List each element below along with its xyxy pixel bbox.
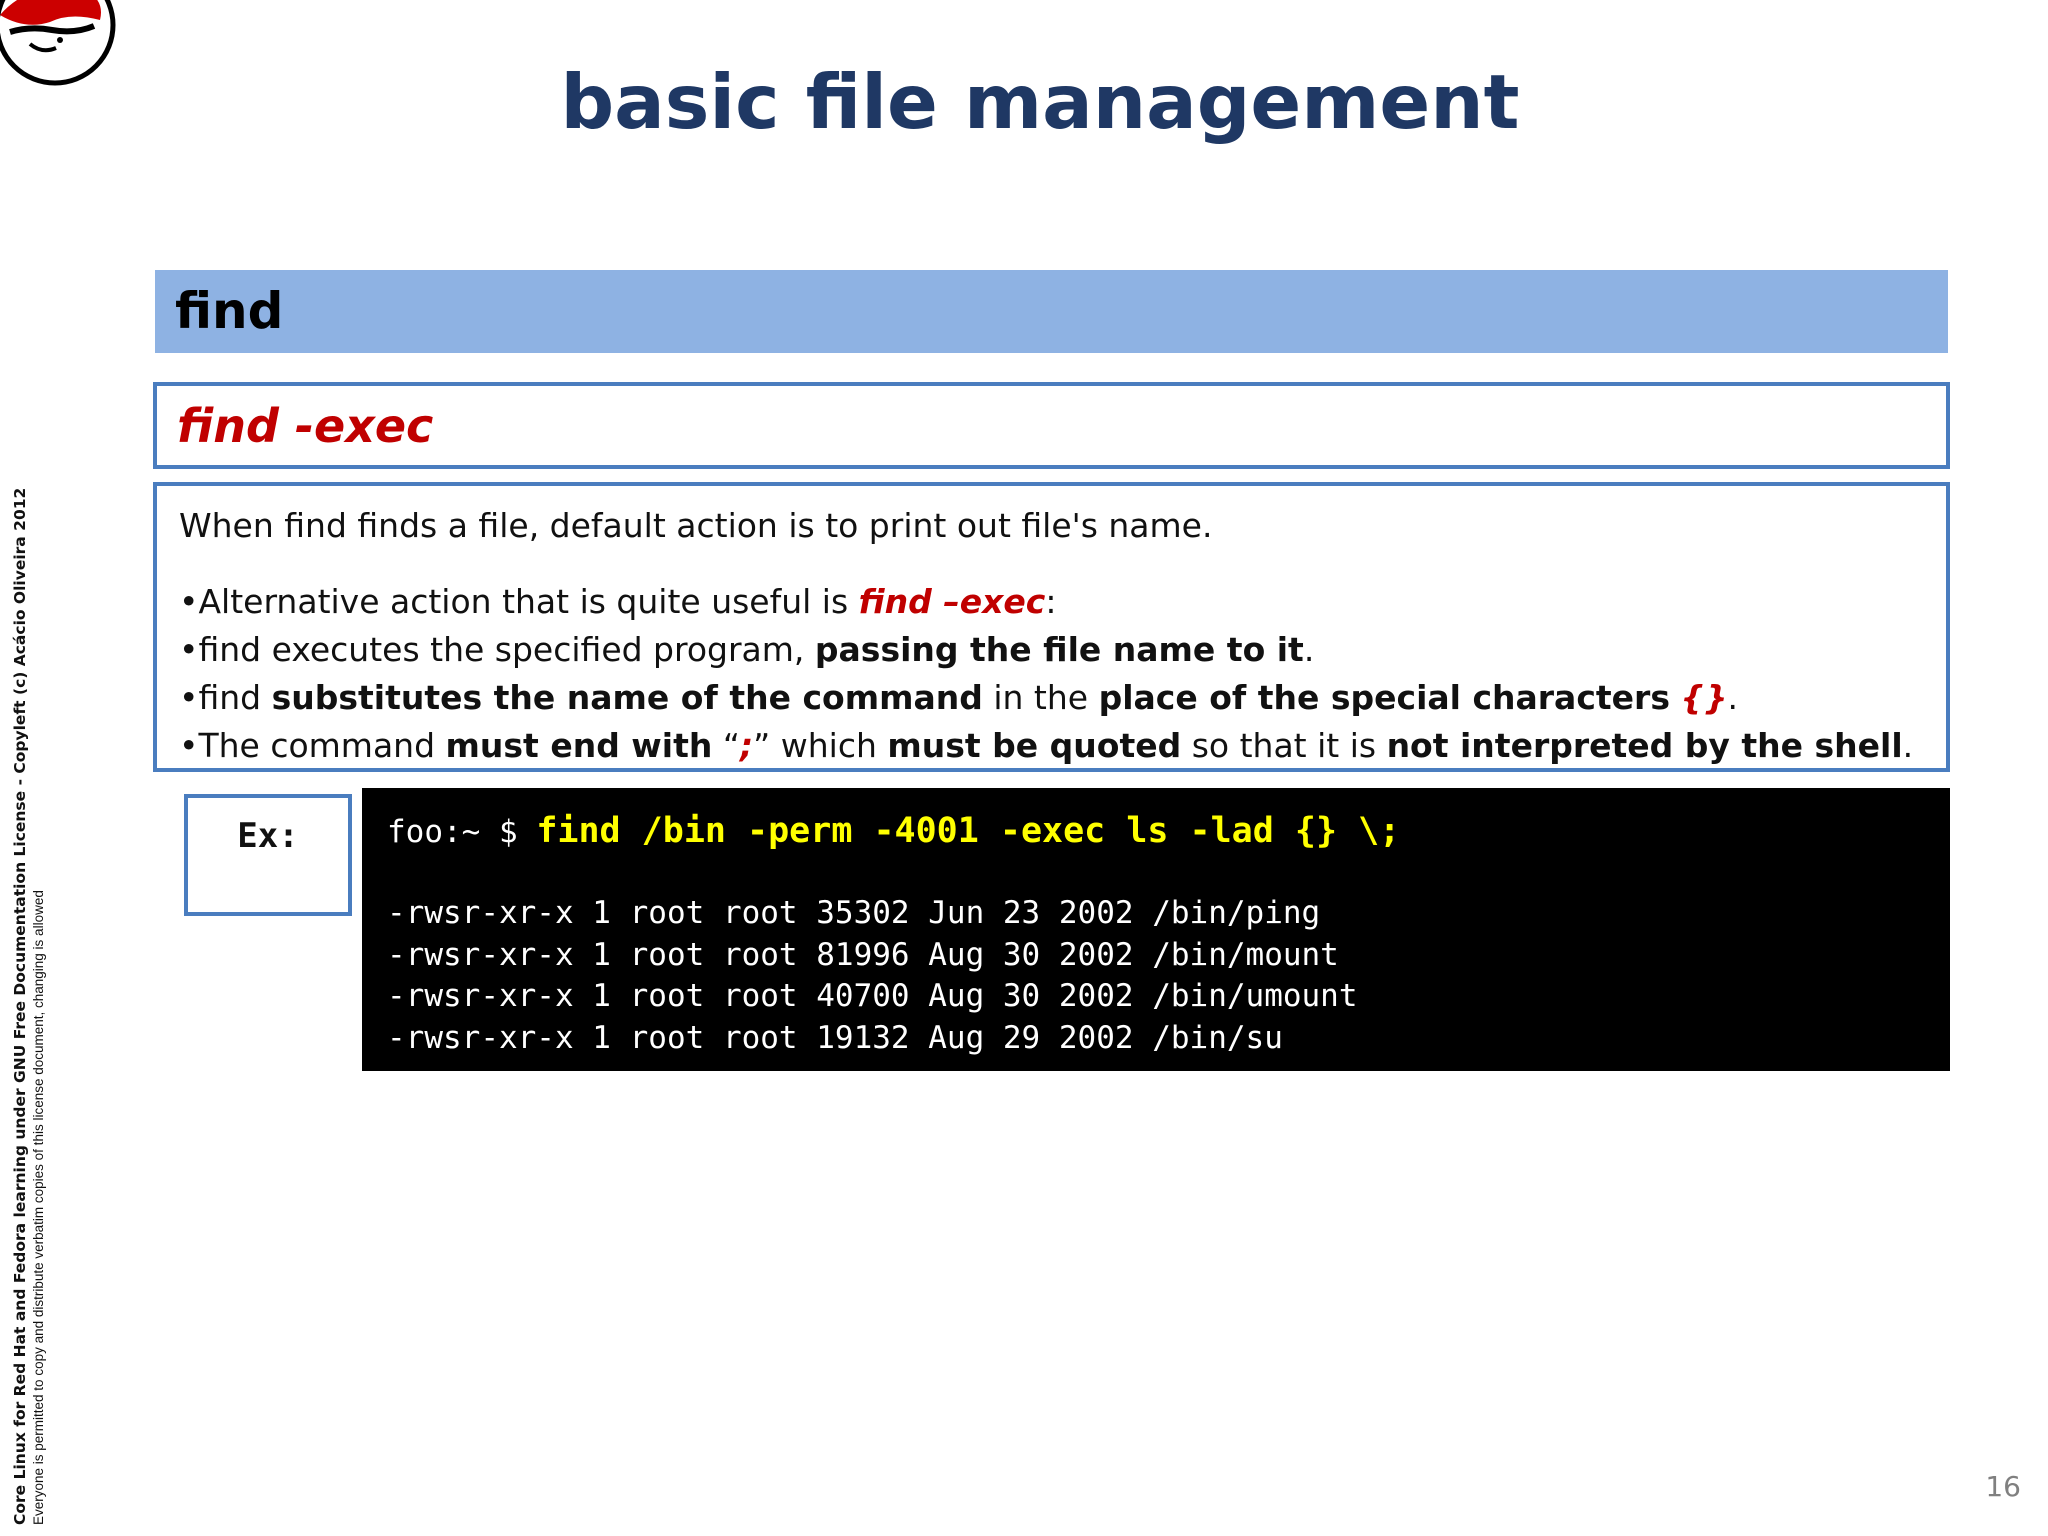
bullet-text-run: “ bbox=[712, 726, 740, 765]
bullet-item: •Alternative action that is quite useful… bbox=[179, 578, 1946, 626]
intro-text: When find finds a file, default action i… bbox=[179, 506, 1213, 545]
bullet-text-run: . bbox=[1902, 726, 1914, 765]
terminal-example: foo:~ $ find /bin -perm -4001 -exec ls -… bbox=[362, 788, 1950, 1071]
bullet-text-run: find –exec bbox=[858, 582, 1046, 621]
bullet-text-run: •Alternative action that is quite useful… bbox=[179, 582, 859, 621]
red-hat-logo-icon bbox=[0, 0, 116, 86]
command-output: -rwsr-xr-x 1 root root 35302 Jun 23 2002… bbox=[387, 893, 1950, 1059]
bullet-text-run: not interpreted by the shell bbox=[1386, 726, 1903, 765]
license-sidebar: Core Linux for Red Hat and Fedora learni… bbox=[10, 488, 48, 1525]
shell-prompt: foo:~ $ bbox=[387, 814, 537, 850]
bullet-text-run: ” which bbox=[753, 726, 888, 765]
example-label: Ex: bbox=[237, 816, 299, 856]
bullet-text-run: •find executes the specified program, bbox=[179, 630, 815, 669]
bullet-text-run: •find bbox=[179, 678, 272, 717]
content-box: When find finds a file, default action i… bbox=[153, 482, 1950, 772]
license-line: Core Linux for Red Hat and Fedora learni… bbox=[11, 487, 29, 1525]
permission-line: Everyone is permitted to copy and distri… bbox=[31, 890, 46, 1525]
page-number: 16 bbox=[1985, 1470, 2021, 1503]
output-line: -rwsr-xr-x 1 root root 35302 Jun 23 2002… bbox=[387, 895, 1321, 931]
bullet-text-run: : bbox=[1045, 582, 1057, 621]
output-line: -rwsr-xr-x 1 root root 19132 Aug 29 2002… bbox=[387, 1019, 1283, 1056]
bullet-text-run: must be quoted bbox=[887, 726, 1182, 765]
bullet-text-run: {} bbox=[1680, 678, 1728, 717]
bullet-text-run bbox=[1670, 678, 1681, 717]
bullet-item: •The command must end with “;” which mus… bbox=[179, 722, 1946, 770]
slide-title: basic file management bbox=[560, 58, 1520, 146]
output-line: -rwsr-xr-x 1 root root 81996 Aug 30 2002… bbox=[387, 936, 1339, 973]
bullet-text-run: in the bbox=[982, 678, 1099, 717]
bullet-text-run: ; bbox=[739, 726, 754, 765]
bullet-item: •find executes the specified program, pa… bbox=[179, 626, 1946, 674]
command-line: foo:~ $ find /bin -perm -4001 -exec ls -… bbox=[387, 808, 1950, 855]
bullet-text-run: . bbox=[1727, 678, 1738, 717]
bullet-text-run: so that it is bbox=[1181, 726, 1387, 765]
example-label-box: Ex: bbox=[184, 794, 352, 916]
bullet-text-run: . bbox=[1303, 630, 1315, 669]
bullet-list: •Alternative action that is quite useful… bbox=[179, 578, 1946, 770]
bullet-text-run: passing the file name to it bbox=[814, 630, 1304, 669]
bullet-text-run: substitutes the name of the command bbox=[271, 678, 983, 717]
section-header: find bbox=[155, 270, 1948, 353]
output-line: -rwsr-xr-x 1 root root 40700 Aug 30 2002… bbox=[387, 978, 1358, 1014]
subheading-box: find -exec bbox=[153, 382, 1950, 469]
bullet-text-run: •The command bbox=[179, 726, 446, 765]
command-text: find /bin -perm -4001 -exec ls -lad {} \… bbox=[536, 811, 1401, 851]
bullet-text-run: place of the special characters bbox=[1098, 678, 1670, 717]
bullet-text-run: must end with bbox=[445, 726, 713, 765]
bullet-item: •find substitutes the name of the comman… bbox=[179, 674, 1946, 722]
